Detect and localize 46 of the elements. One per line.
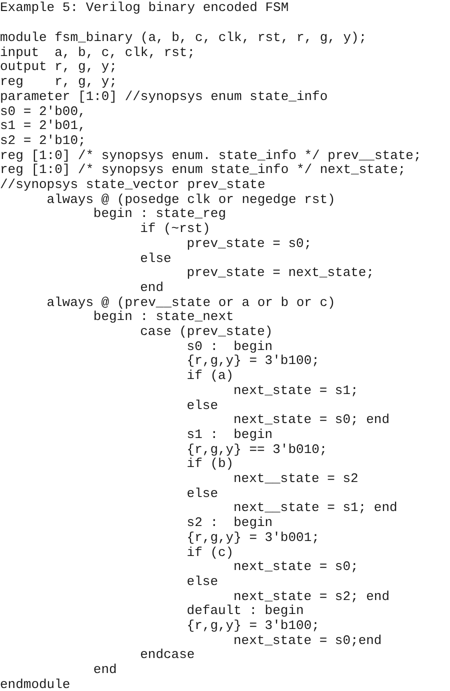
code-line: else	[186, 574, 218, 590]
code-line: next_state = s1;	[234, 384, 358, 398]
code-line: s2 : begin	[186, 516, 273, 531]
title: Example 5: Verilog binary encoded FSM	[0, 1, 289, 16]
code-line: s1 = 2'b01,	[0, 119, 86, 134]
code-line: next__state = s2	[234, 472, 358, 487]
code-line: else	[140, 252, 172, 266]
code-line: else	[186, 398, 218, 414]
code-line: else	[186, 486, 218, 502]
code-line: s2 = 2'b10;	[0, 134, 86, 149]
code-line: prev_state = s0;	[186, 236, 312, 252]
code-line: if (a)	[186, 369, 234, 384]
code-line: output r, g, y;	[0, 60, 118, 76]
code-line: begin : state_reg	[93, 207, 226, 222]
code-line: if (c)	[186, 546, 234, 560]
code-line: default : begin	[186, 604, 304, 619]
code-line: if (~rst)	[140, 222, 210, 237]
code-line: {r,g,y} = 3'b100;	[186, 619, 320, 634]
code-line: end	[140, 280, 164, 296]
code-line: prev_state = next_state;	[186, 266, 374, 281]
code-line: reg [1:0] /* synopsys enum state_info */ next_state;	[0, 163, 406, 178]
code-line: {r,g,y} = 3'b001;	[186, 530, 320, 546]
code-line: s1 : begin	[186, 428, 273, 443]
code-line: always @ (prev__state or a or b or c)	[46, 296, 336, 310]
code-line: next__state = s1; end	[234, 501, 398, 516]
code-line: parameter [1:0] //synopsys enum state_info	[0, 90, 328, 104]
code-line: reg [1:0] /* synopsys enum. state_info */ prev__state;	[0, 148, 422, 164]
code-line: end	[93, 663, 117, 678]
code-line: reg r, g, y;	[0, 75, 118, 90]
code-line: endcase	[140, 648, 195, 664]
code-line: case (prev_state)	[140, 325, 273, 340]
code-line: begin : state_next	[93, 310, 234, 325]
code-line: next_state = s0;end	[234, 634, 382, 648]
code-line: {r,g,y} = 3'b100;	[186, 354, 320, 370]
code-line: {r,g,y} == 3'b010;	[186, 442, 328, 458]
code-line: next_state = s2; end	[234, 590, 390, 604]
code-line: input a, b, c, clk, rst;	[0, 46, 196, 60]
code-line: next_state = s0; end	[234, 413, 390, 428]
code-line: always @ (posedge clk or negedge rst)	[46, 192, 336, 208]
code-line: module fsm_binary (a, b, c, clk, rst, r, g, y);	[0, 31, 367, 46]
code-line: //synopsys state_vector prev_state	[0, 178, 266, 193]
code-line: s0 : begin	[186, 340, 273, 354]
code-line: if (b)	[186, 457, 234, 472]
code-line: endmodule	[0, 678, 70, 691]
code-line: next_state = s0;	[234, 560, 358, 575]
code-line: s0 = 2'b00,	[0, 104, 86, 120]
